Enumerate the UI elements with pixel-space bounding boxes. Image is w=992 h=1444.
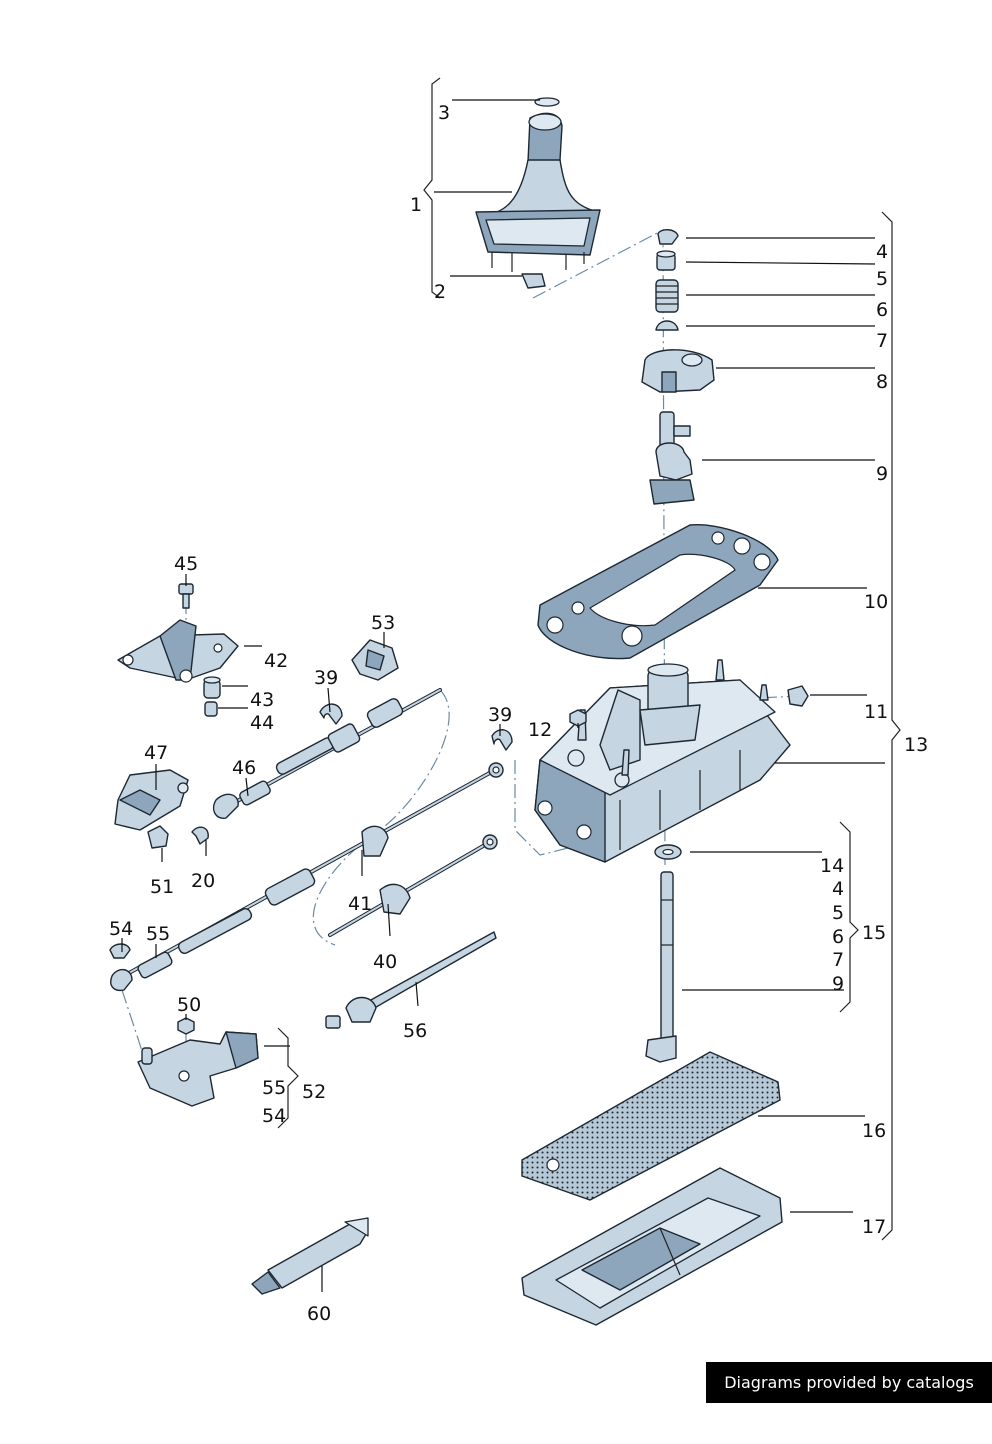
label-20: 20 bbox=[191, 870, 215, 892]
circlip-20 bbox=[191, 826, 209, 845]
label-3: 3 bbox=[438, 102, 450, 124]
label-11: 11 bbox=[864, 701, 888, 723]
label-2: 2 bbox=[434, 281, 446, 303]
label-6: 6 bbox=[876, 299, 888, 321]
selector-cable bbox=[328, 834, 498, 937]
shift-cable-middle bbox=[118, 762, 504, 980]
label-43: 43 bbox=[250, 689, 274, 711]
mounting-bracket bbox=[117, 619, 239, 683]
label-50: 50 bbox=[177, 994, 201, 1016]
label-7: 7 bbox=[876, 330, 888, 352]
label-56: 56 bbox=[403, 1020, 427, 1042]
label-46: 46 bbox=[232, 757, 256, 779]
callout-labels: 1 2 3 4 5 6 7 8 9 10 11 12 13 14 4 5 6 7… bbox=[109, 102, 928, 1325]
label-51: 51 bbox=[150, 876, 174, 898]
brackets bbox=[277, 77, 901, 1241]
boot-retaining-ring bbox=[534, 97, 560, 107]
leader-lines bbox=[121, 99, 885, 1292]
label-13: 13 bbox=[904, 734, 928, 756]
label-4b: 4 bbox=[832, 878, 844, 900]
washer bbox=[654, 844, 682, 860]
retaining-clip-39b bbox=[491, 729, 513, 751]
bolt-45 bbox=[178, 583, 194, 609]
retaining-clip-39a bbox=[319, 703, 343, 725]
label-42: 42 bbox=[264, 650, 288, 672]
label-39a: 39 bbox=[314, 667, 338, 689]
label-15: 15 bbox=[862, 922, 886, 944]
label-1: 1 bbox=[410, 194, 422, 216]
lever-stack bbox=[641, 229, 715, 505]
insulation-mat bbox=[521, 1051, 781, 1201]
label-41: 41 bbox=[348, 893, 372, 915]
nut-50 bbox=[177, 1017, 195, 1035]
shift-housing bbox=[534, 659, 791, 863]
label-9b: 9 bbox=[832, 973, 844, 995]
label-5: 5 bbox=[876, 268, 888, 290]
label-16: 16 bbox=[862, 1120, 886, 1142]
cover-tray bbox=[521, 1167, 783, 1326]
label-54b: 54 bbox=[262, 1105, 286, 1127]
label-5b: 5 bbox=[832, 902, 844, 924]
label-8: 8 bbox=[876, 371, 888, 393]
label-10: 10 bbox=[864, 591, 888, 613]
lower-shaft bbox=[645, 871, 677, 1063]
cable-guide-bracket bbox=[114, 769, 189, 831]
bushing-43 bbox=[203, 676, 221, 699]
boot-clip bbox=[521, 273, 546, 289]
pin-44 bbox=[204, 701, 218, 717]
label-7b: 7 bbox=[832, 949, 844, 971]
label-44: 44 bbox=[250, 712, 274, 734]
sleeve-51 bbox=[147, 825, 169, 849]
housing-clip bbox=[787, 685, 809, 707]
gasket-plate bbox=[537, 523, 779, 660]
label-45: 45 bbox=[174, 553, 198, 575]
housing-nut bbox=[569, 709, 587, 727]
label-14: 14 bbox=[820, 855, 844, 877]
label-39b: 39 bbox=[488, 704, 512, 726]
label-40: 40 bbox=[373, 951, 397, 973]
label-4: 4 bbox=[876, 241, 888, 263]
label-12: 12 bbox=[528, 719, 552, 741]
label-52: 52 bbox=[302, 1081, 326, 1103]
threaded-end-46 bbox=[239, 780, 271, 806]
label-53: 53 bbox=[371, 612, 395, 634]
label-17: 17 bbox=[862, 1216, 886, 1238]
clip-54 bbox=[109, 943, 131, 959]
label-47: 47 bbox=[144, 742, 168, 764]
label-6b: 6 bbox=[832, 926, 844, 948]
cable-clip-53 bbox=[351, 639, 399, 681]
cable-tie bbox=[325, 931, 497, 1029]
parts-diagram: 1 2 3 4 5 6 7 8 9 10 11 12 13 14 4 5 6 7… bbox=[109, 77, 928, 1326]
threaded-end-55 bbox=[110, 951, 173, 992]
selector-lever bbox=[137, 1031, 259, 1107]
label-60: 60 bbox=[307, 1303, 331, 1325]
label-9: 9 bbox=[876, 463, 888, 485]
label-55b: 55 bbox=[262, 1077, 286, 1099]
footer-banner: Diagrams provided by catalogs parts bbox=[706, 1362, 992, 1433]
grease-tube bbox=[251, 1217, 369, 1295]
shift-knob-boot bbox=[475, 112, 601, 272]
label-55a: 55 bbox=[146, 923, 170, 945]
label-54a: 54 bbox=[109, 918, 133, 940]
